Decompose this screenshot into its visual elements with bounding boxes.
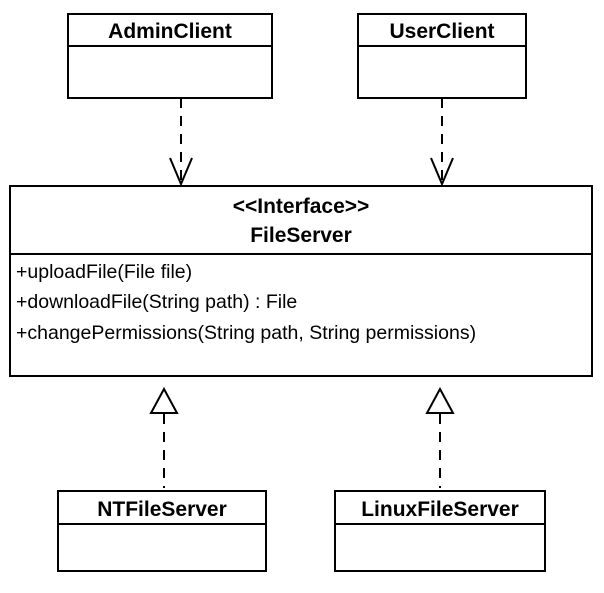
nt-file-server-realization-arrow <box>149 386 179 488</box>
user-client-box <box>357 13 527 99</box>
linux-file-server-box <box>334 490 546 572</box>
file-server-interface[interactable]: <<Interface>> FileServer +uploadFile(Fil… <box>9 185 593 377</box>
linux-file-server-realization-arrow <box>425 386 455 488</box>
linux-file-server-class[interactable]: LinuxFileServer <box>334 490 546 572</box>
file-server-stereotype: <<Interface>> <box>233 195 370 218</box>
operation-change-permissions: +changePermissions(String path, String p… <box>16 322 476 344</box>
nt-file-server-class[interactable]: NTFileServer <box>57 490 267 572</box>
admin-client-dependency-arrow <box>169 98 193 187</box>
file-server-name: FileServer <box>250 224 352 247</box>
admin-client-box <box>67 13 273 99</box>
admin-dependency-arrowhead <box>169 157 193 187</box>
nt-file-server-name: NTFileServer <box>97 498 227 521</box>
linux-realization-triangle <box>425 386 455 414</box>
admin-client-class[interactable]: AdminClient <box>67 13 273 99</box>
linux-file-server-name: LinuxFileServer <box>361 498 519 521</box>
user-dependency-arrowhead <box>430 157 454 187</box>
operation-download-file: +downloadFile(String path) : File <box>16 291 297 313</box>
file-server-box <box>9 185 593 377</box>
operation-upload-file: +uploadFile(File file) <box>16 261 192 283</box>
nt-file-server-box <box>57 490 267 572</box>
user-client-name: UserClient <box>389 20 494 43</box>
nt-realization-triangle <box>149 386 179 414</box>
admin-client-name: AdminClient <box>108 20 232 43</box>
user-client-class[interactable]: UserClient <box>357 13 527 99</box>
user-client-dependency-arrow <box>430 98 454 187</box>
